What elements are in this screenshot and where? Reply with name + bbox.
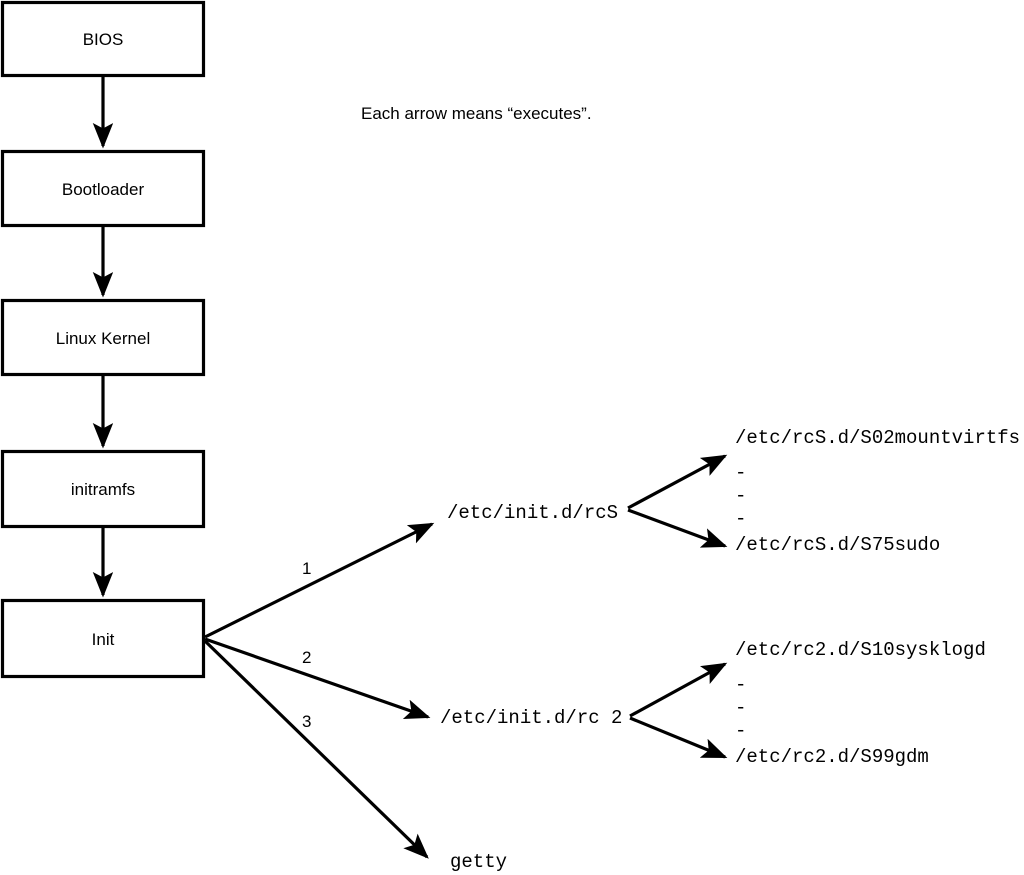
- box-label-bios: BIOS: [82, 30, 124, 49]
- ellipsis-dash-rcs-2: -: [735, 485, 747, 507]
- node-label-etc-init-d-rc-2: /etc/init.d/rc 2: [440, 707, 623, 729]
- box-label-linux-kernel: Linux Kernel: [55, 329, 151, 348]
- box-initramfs: [0, 449, 206, 529]
- box-linux-kernel: [0, 298, 206, 377]
- box-bootloader: [0, 149, 206, 228]
- node-label-rc2-d-s99gdm: /etc/rc2.d/S99gdm: [735, 746, 929, 768]
- node-label-rc2-d-s10sysklogd: /etc/rc2.d/S10sysklogd: [735, 639, 986, 661]
- node-label-etc-init-d-rcs: /etc/init.d/rcS: [447, 502, 619, 524]
- arrow-rc2-to-first-script: [629, 662, 728, 718]
- ellipsis-dash-rc2-1: -: [735, 674, 747, 696]
- node-label-getty: getty: [450, 851, 508, 873]
- node-label-rcs-d-s02mountvirtfs: /etc/rcS.d/S02mountvirtfs: [735, 427, 1021, 449]
- box-init: [0, 598, 206, 679]
- arrow-init-to-rc2: [204, 637, 431, 720]
- ellipsis-dash-rc2-3: -: [735, 720, 747, 742]
- node-label-rcs-d-s75sudo: /etc/rcS.d/S75sudo: [735, 534, 941, 556]
- ellipsis-dash-rcs-3: -: [735, 508, 747, 530]
- arrow-init-to-getty: [203, 639, 429, 859]
- ellipsis-dash-rcs-1: -: [735, 462, 747, 484]
- box-label-bootloader: Bootloader: [61, 180, 145, 199]
- edge-label-3: 3: [302, 712, 312, 731]
- arrow-rcs-to-last-script: [627, 508, 728, 548]
- arrow-rcs-to-first-script: [627, 454, 728, 510]
- arrow-init-to-rcs: [204, 522, 435, 639]
- edge-label-2: 2: [302, 648, 312, 667]
- box-label-init: Init: [91, 630, 115, 649]
- ellipsis-dash-rc2-2: -: [735, 697, 747, 719]
- legend-caption: Each arrow means “executes”.: [361, 104, 592, 123]
- box-bios: [0, 0, 206, 78]
- arrow-rc2-to-last-script: [629, 716, 728, 759]
- edge-label-1: 1: [302, 559, 312, 578]
- box-label-initramfs: initramfs: [70, 480, 136, 499]
